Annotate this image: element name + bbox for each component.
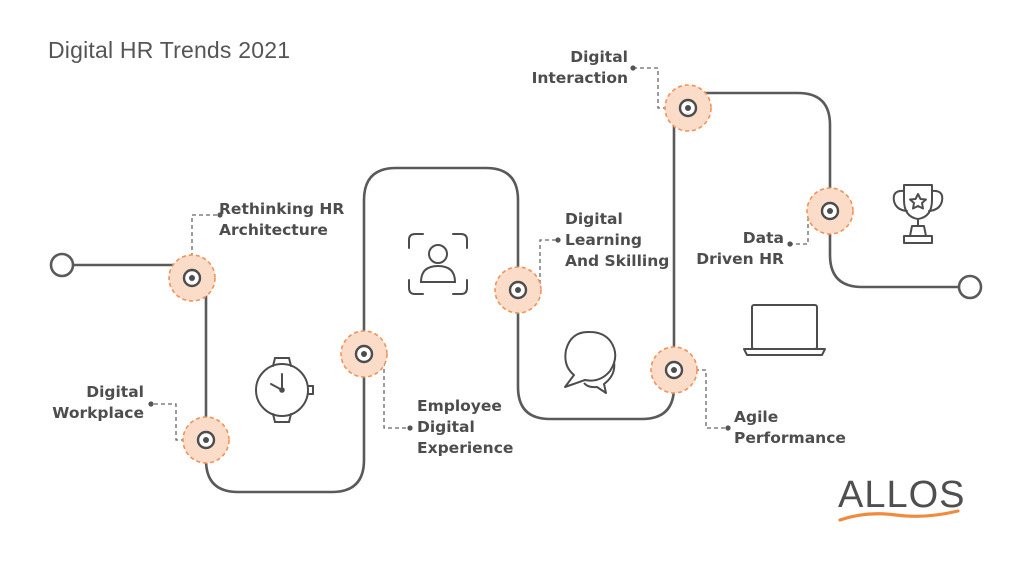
label-digital-learning: Digital Learning And Skilling — [565, 210, 670, 270]
node-digital-workplace — [182, 416, 230, 464]
start-circle — [49, 252, 75, 278]
chat-bubbles-icon — [564, 330, 617, 394]
label-rethinking-hr: Rethinking HR Architecture — [219, 200, 345, 239]
node-data-driven-hr — [806, 187, 854, 235]
end-circle — [957, 274, 983, 300]
label-employee-experience: Employee Digital Experience — [417, 397, 514, 457]
trophy-icon — [892, 184, 944, 244]
logo-swoosh — [838, 509, 960, 522]
label-digital-workplace: Digital Workplace — [52, 383, 144, 422]
allos-logo: ALLOS — [838, 474, 966, 516]
node-digital-interaction — [664, 84, 712, 132]
label-agile-performance: Agile Performance — [734, 408, 846, 447]
node-agile-performance — [650, 346, 698, 394]
node-rethinking-hr — [168, 254, 216, 302]
label-digital-interaction: Digital Interaction — [531, 48, 628, 87]
watch-icon — [255, 357, 314, 423]
node-digital-learning — [494, 266, 542, 314]
label-data-driven-hr: Data Driven HR — [696, 229, 784, 268]
node-employee-experience — [340, 330, 388, 378]
laptop-icon — [743, 304, 826, 356]
page-title: Digital HR Trends 2021 — [48, 37, 291, 63]
face-scan-icon — [408, 233, 468, 295]
